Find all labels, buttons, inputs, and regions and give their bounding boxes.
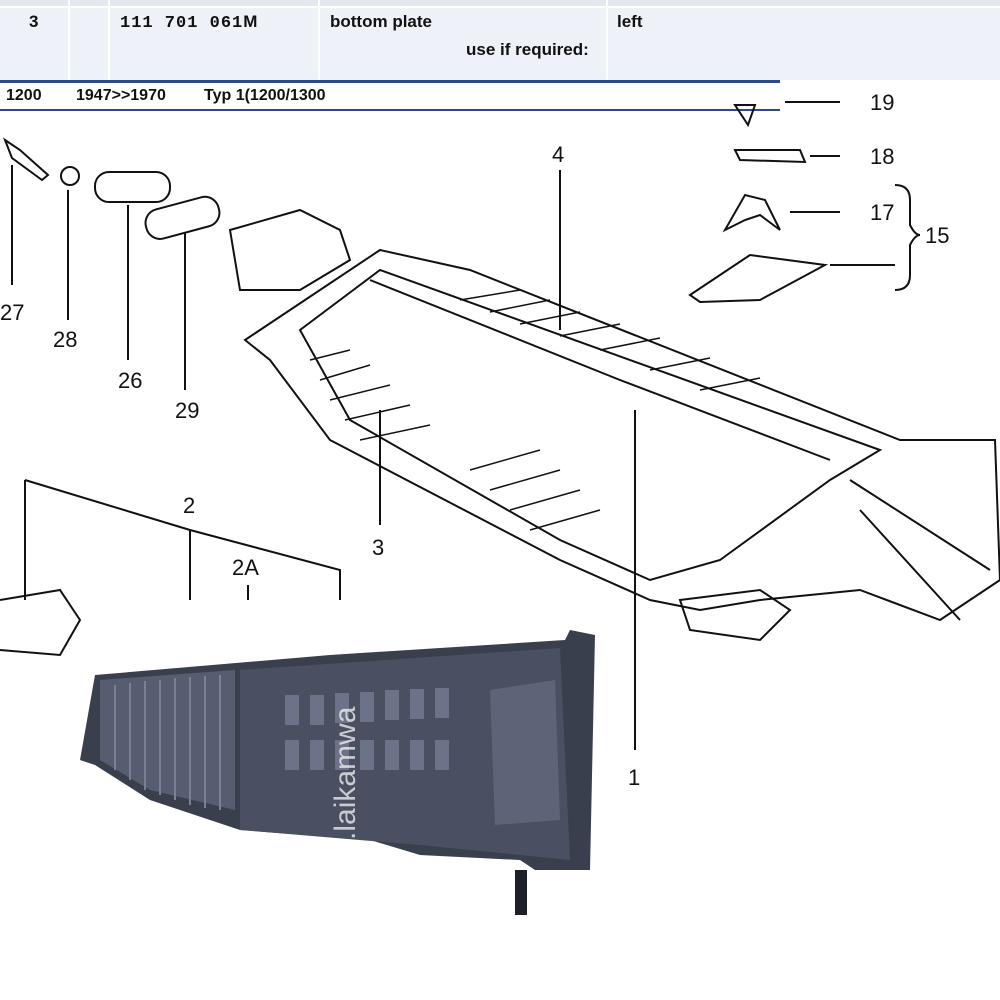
callout-26: 26: [118, 368, 142, 393]
gasket-26: [94, 171, 171, 203]
part-note: use if required:: [466, 40, 589, 59]
model-engine: 1200: [6, 87, 42, 104]
callout-29: 29: [175, 398, 199, 423]
cell-description: [320, 0, 608, 80]
callout-19: 19: [870, 90, 894, 115]
part-number-text: 111 701 061: [120, 14, 244, 33]
model-years: 1947>>1970: [76, 87, 166, 104]
callout-3: 3: [372, 535, 384, 560]
position-number: 3: [29, 12, 39, 31]
part-description: bottom plate: [330, 12, 432, 31]
callout-2a: 2A: [232, 555, 259, 580]
callout-1: 1: [628, 765, 640, 790]
chassis-outline: [243, 248, 1000, 622]
part-15: [688, 253, 829, 304]
cell-blank: [70, 0, 110, 80]
callout-17: 17: [870, 200, 894, 225]
part-19: [733, 104, 757, 128]
gasket-29: [144, 195, 221, 240]
part-number[interactable]: 111 701 061M: [120, 12, 258, 33]
part-18: [733, 149, 807, 164]
parts-table-row: 3 111 701 061M bottom plate use if requi…: [0, 0, 1000, 80]
part-suffix: M: [243, 12, 259, 31]
callout-18: 18: [870, 144, 894, 169]
callout-2: 2: [183, 493, 195, 518]
callout-28: 28: [53, 327, 77, 352]
callout-15: 15: [925, 223, 949, 248]
screw-27: [2, 137, 50, 182]
callout-27: 27: [0, 300, 24, 325]
model-type: Typ 1(1200/1300: [204, 87, 326, 104]
floor-pan-photo: w.laikamwa: [80, 630, 595, 915]
washer-28: [60, 166, 80, 186]
part-17: [722, 193, 781, 233]
row-divider: [0, 0, 1000, 8]
model-bar: 1200 1947>>1970 Typ 1(1200/1300: [0, 80, 780, 111]
watermark: w.laikamwa: [329, 706, 362, 861]
part-2-fragment: [0, 588, 82, 657]
cell-position: [0, 0, 70, 80]
cell-part-number: [110, 0, 320, 80]
callout-4: 4: [552, 142, 564, 167]
part-side: left: [617, 12, 643, 31]
